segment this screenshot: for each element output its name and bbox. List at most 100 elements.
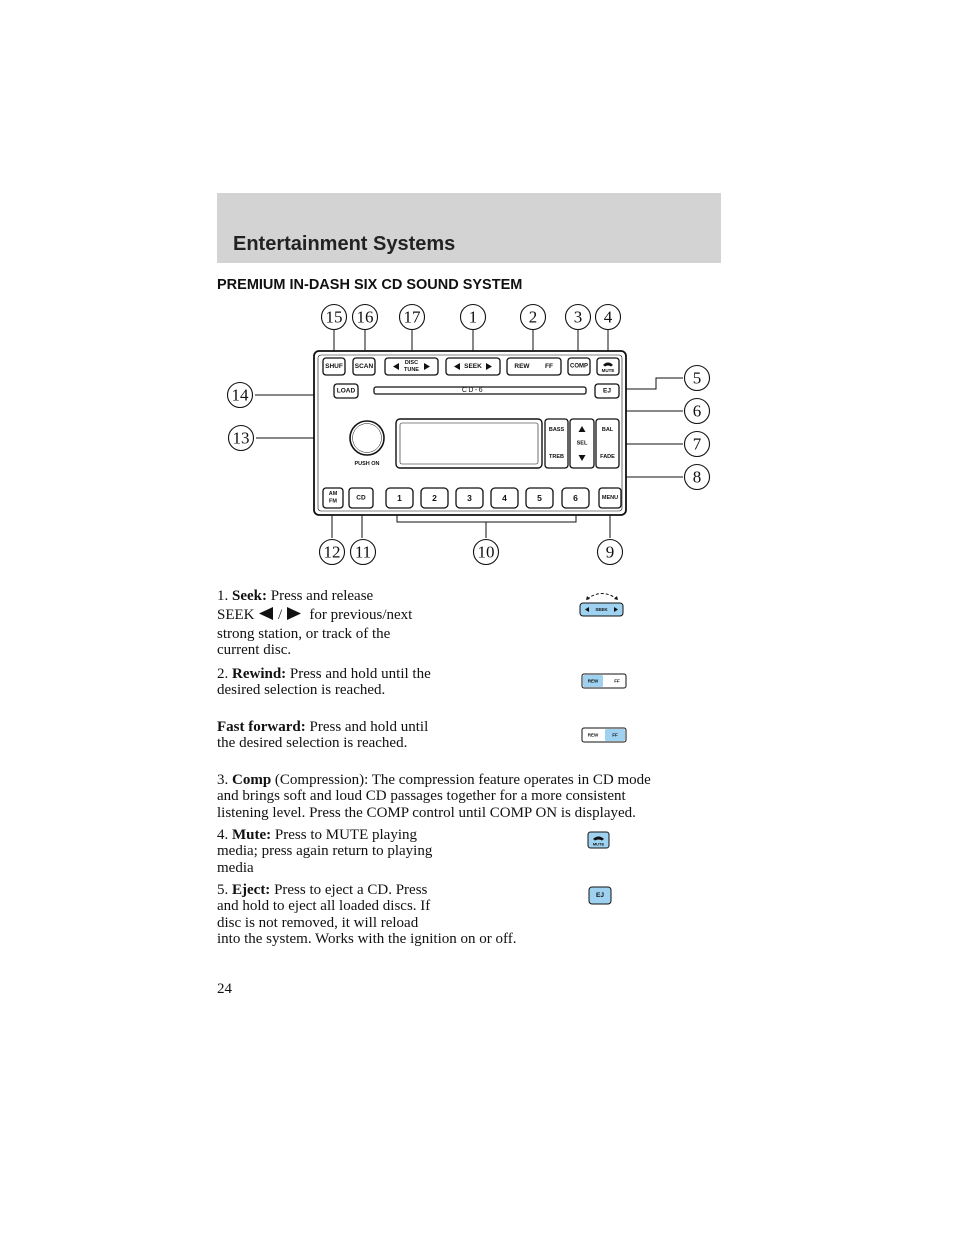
seek-button[interactable]: SEEK <box>445 357 501 376</box>
svg-text:LOAD: LOAD <box>337 388 356 395</box>
disc-tune-button[interactable]: DISC TUNE <box>384 357 439 376</box>
svg-text:REW: REW <box>588 679 599 684</box>
volume-knob[interactable] <box>349 420 385 456</box>
shuf-button[interactable]: SHUF <box>322 357 346 376</box>
right-arrow-icon <box>424 363 430 370</box>
svg-text:EJ: EJ <box>603 388 611 395</box>
svg-text:5: 5 <box>693 369 702 388</box>
svg-text:4: 4 <box>502 493 507 503</box>
svg-text:BAL: BAL <box>602 427 614 433</box>
rewind-mini-icon: REW FF <box>581 673 627 689</box>
svg-text:REW: REW <box>514 363 530 370</box>
cd-slot <box>373 386 587 395</box>
svg-text:FF: FF <box>614 679 620 684</box>
seek-description: 1. Seek: Press and release SEEK / for pr… <box>217 588 413 659</box>
bass-treb-button[interactable]: BASS TREB <box>544 418 569 469</box>
seek-left-arrow-icon <box>259 607 274 621</box>
svg-text:FF: FF <box>612 733 618 738</box>
svg-text:CD: CD <box>356 495 366 502</box>
svg-text:SCAN: SCAN <box>355 363 374 370</box>
seek-right-arrow-icon <box>286 607 301 621</box>
preset-1-button[interactable]: 1 <box>385 487 414 509</box>
callout-2: 2 <box>519 303 547 331</box>
push-on-label: PUSH ON <box>354 461 379 467</box>
scan-button[interactable]: SCAN <box>352 357 376 376</box>
svg-text:5: 5 <box>537 493 542 503</box>
svg-text:EJ: EJ <box>596 892 604 899</box>
svg-text:17: 17 <box>404 308 422 327</box>
callout-4: 4 <box>594 303 622 331</box>
svg-text:FM: FM <box>329 499 337 505</box>
header-band: Entertainment Systems <box>217 193 721 263</box>
page-title: Entertainment Systems <box>233 233 456 255</box>
left-arrow-icon <box>454 363 460 370</box>
bal-fade-button[interactable]: BAL FADE <box>595 418 620 469</box>
svg-text:3: 3 <box>574 308 583 327</box>
mute-description: 4. Mute: Press to MUTE playing media; pr… <box>217 827 433 876</box>
callout-17: 17 <box>398 303 426 331</box>
svg-text:MENU: MENU <box>602 495 618 501</box>
comp-description: 3. Comp (Compression): The compression f… <box>217 772 651 821</box>
svg-text:1: 1 <box>469 308 478 327</box>
menu-button[interactable]: MENU <box>598 487 622 509</box>
svg-text:1: 1 <box>397 493 402 503</box>
comp-button[interactable]: COMP <box>567 357 591 376</box>
svg-text:REW: REW <box>588 733 599 738</box>
page-number: 24 <box>217 981 232 997</box>
eject-mini-icon: EJ <box>588 886 612 905</box>
preset-2-button[interactable]: 2 <box>420 487 449 509</box>
phone-icon <box>603 362 613 367</box>
svg-text:10: 10 <box>478 543 495 562</box>
svg-text:2: 2 <box>529 308 538 327</box>
preset-6-button[interactable]: 6 <box>561 487 590 509</box>
svg-text:SEL: SEL <box>577 441 588 447</box>
radio-diagram: SHUF SCAN DISC TUNE SEEK REW FF COMP MUT… <box>226 303 711 566</box>
callout-3: 3 <box>564 303 592 331</box>
svg-text:12: 12 <box>324 543 341 562</box>
svg-text:16: 16 <box>357 308 374 327</box>
mute-mini-icon: MUTE <box>587 831 610 849</box>
callout-11: 11 <box>349 538 377 566</box>
fast-forward-mini-icon: REW FF <box>581 727 627 743</box>
callout-15: 15 <box>320 303 348 331</box>
svg-text:6: 6 <box>573 493 578 503</box>
sel-button[interactable]: SEL <box>569 418 595 469</box>
seek-mini-icon: SEEK <box>579 593 624 617</box>
svg-text:MUTE: MUTE <box>602 368 615 373</box>
preset-3-button[interactable]: 3 <box>455 487 484 509</box>
callout-5: 5 <box>683 364 711 392</box>
svg-text:FADE: FADE <box>600 454 615 460</box>
svg-text:SEEK: SEEK <box>595 607 608 612</box>
callout-6: 6 <box>683 397 711 425</box>
svg-text:COMP: COMP <box>570 364 588 370</box>
load-button[interactable]: LOAD <box>333 383 359 399</box>
rew-ff-button[interactable]: REW FF <box>506 357 562 376</box>
section-title: PREMIUM IN-DASH SIX CD SOUND SYSTEM <box>217 277 523 293</box>
svg-text:SHUF: SHUF <box>325 363 343 370</box>
callout-7: 7 <box>683 430 711 458</box>
svg-text:DISC: DISC <box>405 360 418 366</box>
svg-text:SEEK: SEEK <box>464 363 482 370</box>
svg-text:TUNE: TUNE <box>404 367 419 373</box>
preset-4-button[interactable]: 4 <box>490 487 519 509</box>
svg-text:TREB: TREB <box>549 454 564 460</box>
svg-text:2: 2 <box>432 493 437 503</box>
preset-5-button[interactable]: 5 <box>525 487 554 509</box>
mute-button[interactable]: MUTE <box>596 357 620 376</box>
svg-text:4: 4 <box>604 308 613 327</box>
svg-text:MUTE: MUTE <box>593 842 605 847</box>
down-arrow-icon <box>578 455 586 461</box>
callout-13: 13 <box>227 424 255 452</box>
svg-text:AM: AM <box>329 491 338 497</box>
right-arrow-icon <box>486 363 492 370</box>
svg-text:9: 9 <box>606 543 615 562</box>
svg-text:15: 15 <box>326 308 343 327</box>
cd-button[interactable]: CD <box>348 487 374 509</box>
ej-button[interactable]: EJ <box>594 383 620 399</box>
callout-12: 12 <box>318 538 346 566</box>
am-fm-button[interactable]: AM FM <box>322 487 344 509</box>
up-arrow-icon <box>578 426 586 432</box>
svg-text:7: 7 <box>693 435 702 454</box>
left-arrow-icon <box>393 363 399 370</box>
display-screen <box>395 418 543 469</box>
